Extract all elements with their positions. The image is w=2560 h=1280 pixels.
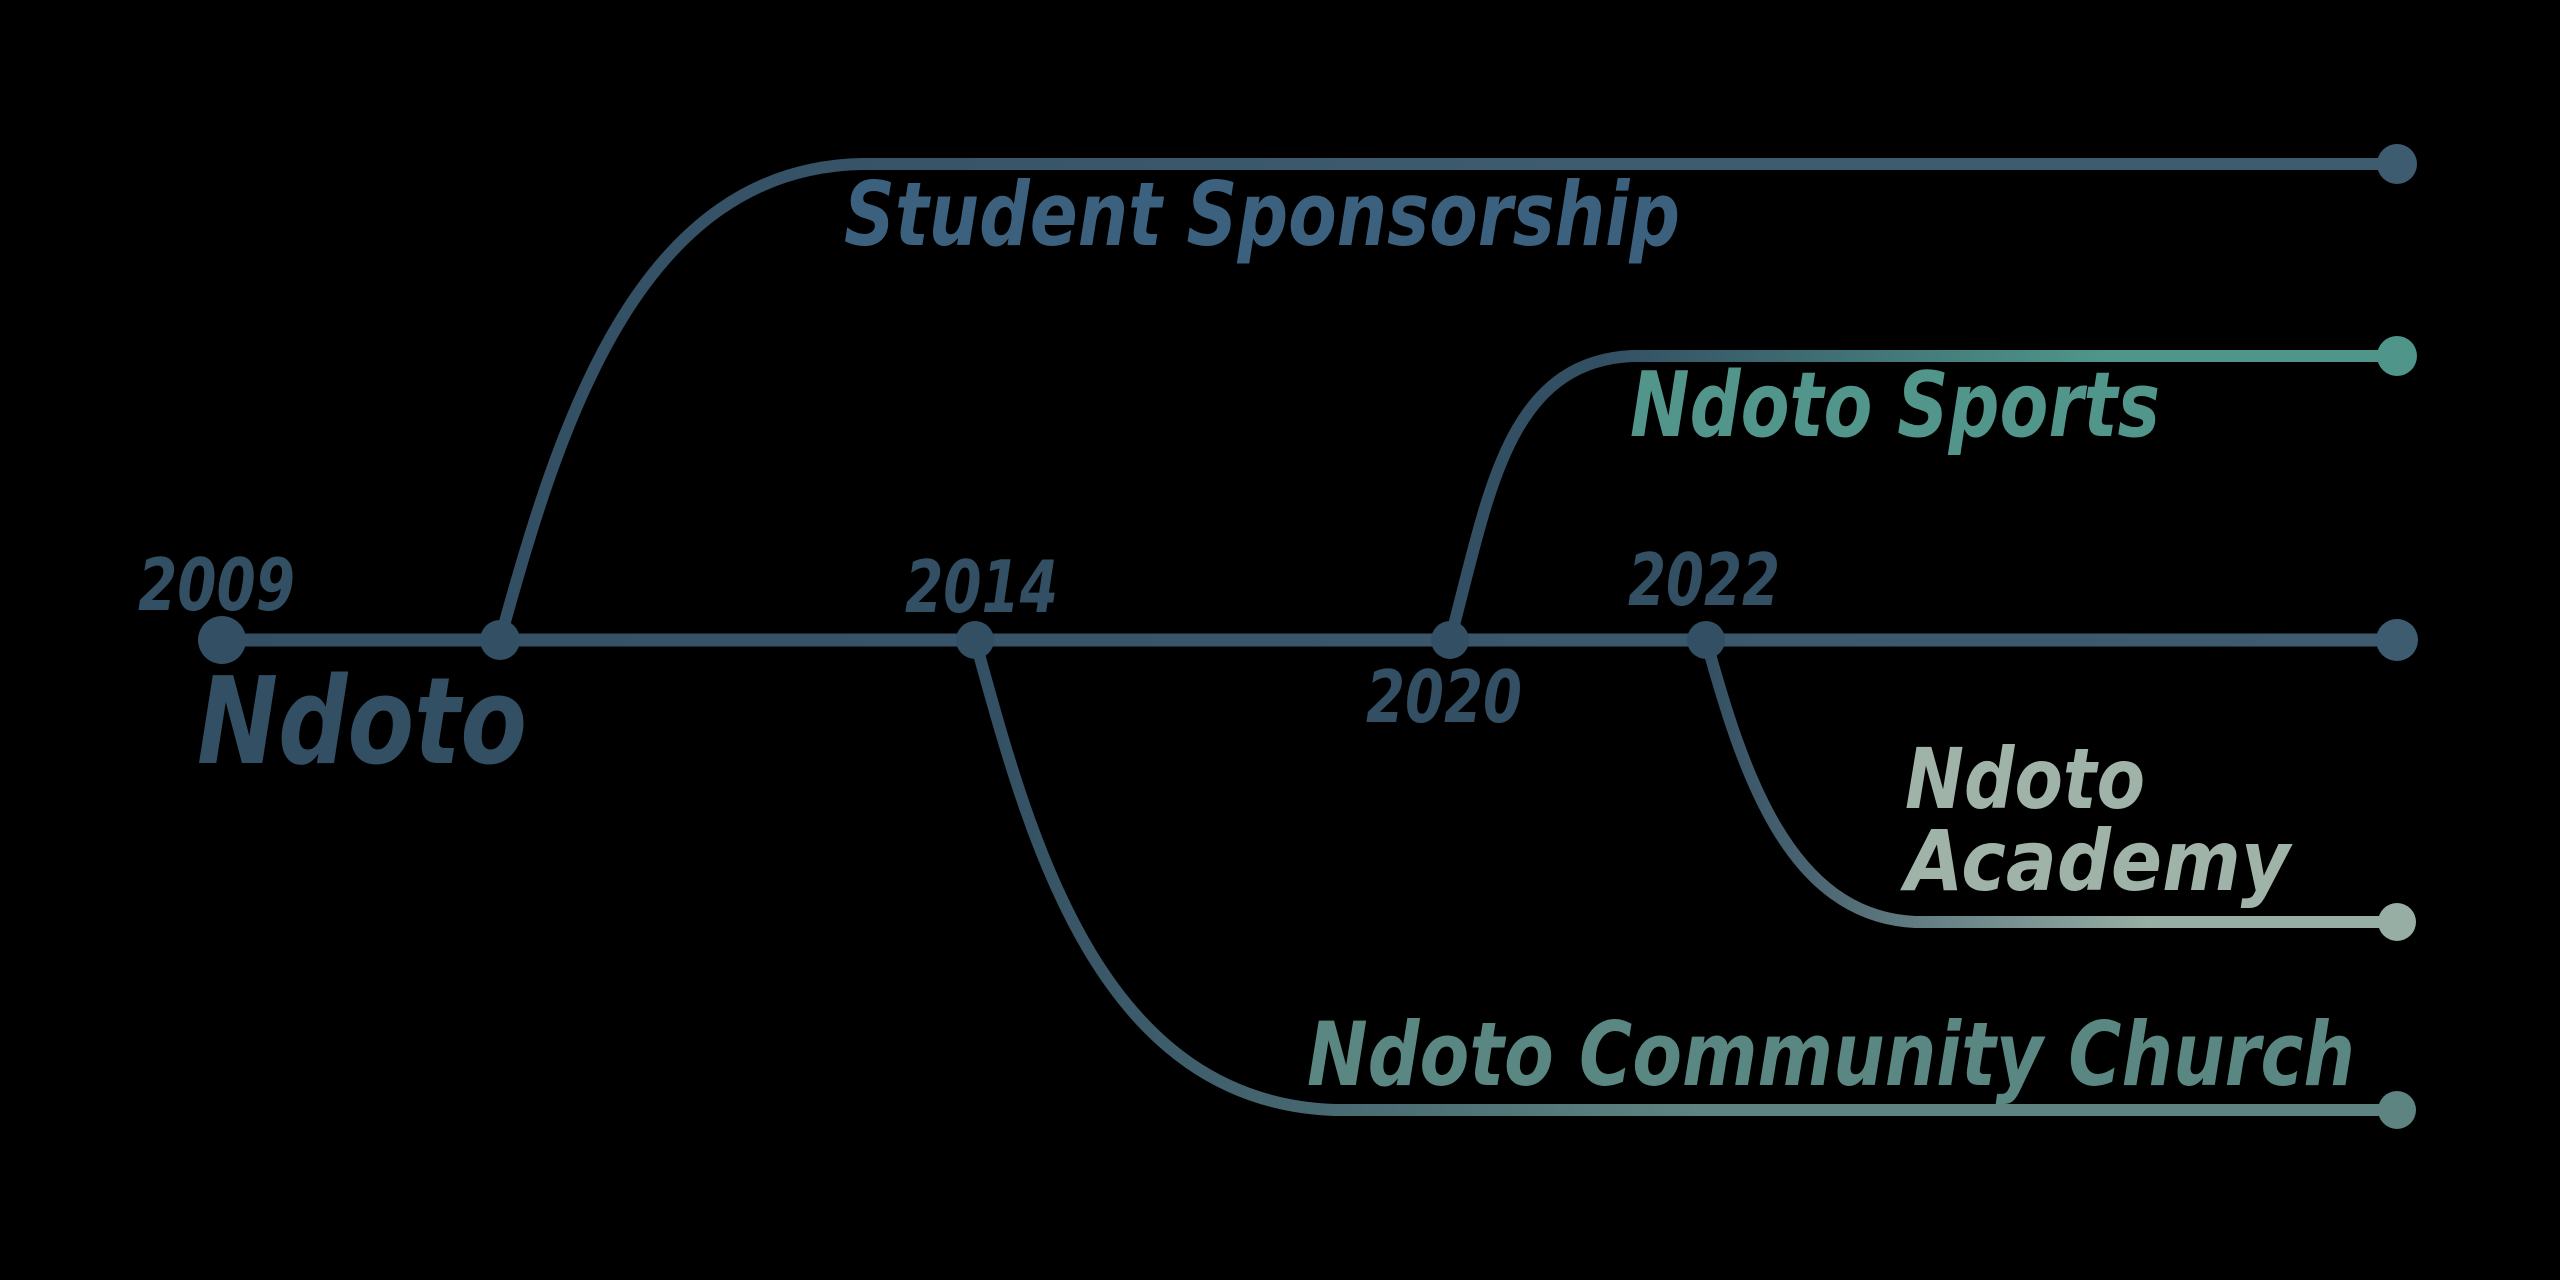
- church-branch-line: [969, 638, 2397, 1116]
- year-label-2009: 2009: [138, 543, 295, 627]
- year-label-2022: 2022: [1628, 538, 1780, 622]
- church-branch-label: Ndoto Community Church: [1307, 1003, 2355, 1106]
- endpoint-academy: [2378, 903, 2416, 941]
- sponsorship-branch-line: [494, 158, 2397, 642]
- year-label-2014: 2014: [905, 545, 1058, 629]
- node-2022: [1687, 621, 1725, 659]
- academy-branch-line: [1700, 638, 2397, 928]
- node-2014: [956, 621, 994, 659]
- academy-branch-label-line2: Academy: [1900, 812, 2293, 910]
- sports-branch-line: [1444, 350, 2397, 642]
- academy-branch-label-line1: Ndoto: [1905, 730, 2145, 828]
- node-2009: [198, 616, 246, 664]
- endpoint-sponsorship: [2377, 144, 2417, 184]
- node-2020: [1431, 621, 1469, 659]
- year-label-2020: 2020: [1366, 655, 1522, 739]
- sponsorship-branch-label: Student Sponsorship: [844, 163, 1680, 266]
- node-sponsorship-branch: [480, 620, 520, 660]
- endpoint-church: [2378, 1091, 2416, 1129]
- endpoint-sports: [2377, 336, 2417, 376]
- endpoint-main: [2376, 619, 2418, 661]
- sports-branch-label: Ndoto Sports: [1630, 353, 2160, 458]
- timeline-title: Ndoto: [197, 653, 527, 792]
